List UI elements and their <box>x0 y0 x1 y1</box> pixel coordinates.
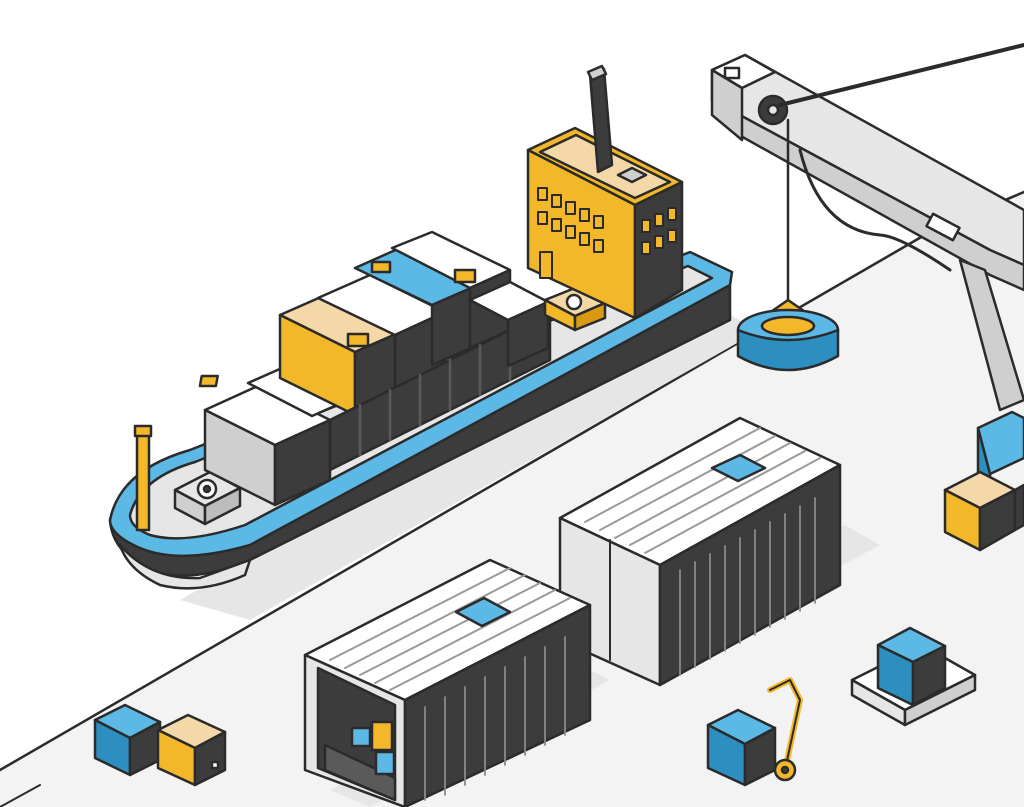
boxes-right <box>943 410 1024 552</box>
cargo-ship <box>108 64 734 590</box>
crane <box>710 43 1024 412</box>
boxes-left <box>93 703 227 787</box>
hull-waterline <box>118 543 252 590</box>
cabin-side-windows <box>641 207 677 255</box>
ship-shadow <box>180 300 760 620</box>
crane-cable <box>778 43 1024 107</box>
crane-hook <box>736 298 840 372</box>
bow-mast <box>133 424 153 532</box>
cabin-windows <box>537 187 604 279</box>
smokestack <box>586 64 614 174</box>
deck-container-blue <box>353 246 480 367</box>
pallet <box>850 626 977 727</box>
ship-cabin <box>526 64 684 320</box>
shipping-container-open <box>303 558 610 807</box>
hand-truck <box>706 677 803 787</box>
